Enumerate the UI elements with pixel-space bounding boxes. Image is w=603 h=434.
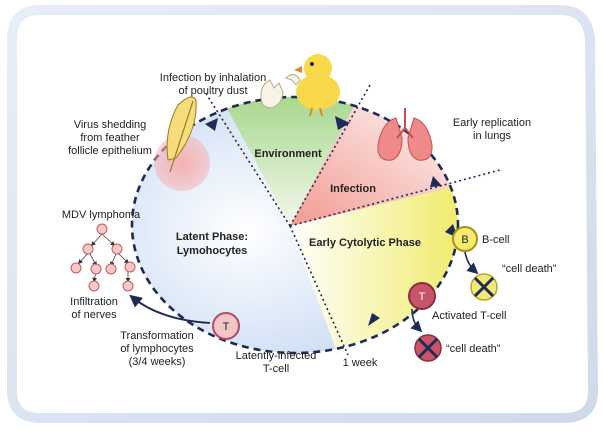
latent-tcell: T: [212, 312, 240, 340]
activated-tcell-label: Activated T-cell: [432, 310, 506, 322]
bcell-death-label: “cell death”: [502, 263, 557, 275]
life-cycle-ring: [130, 95, 460, 355]
eggshell-icon: [260, 74, 301, 109]
latent-tcell-label-1: Latently-infected: [236, 350, 317, 362]
bcell-label: B-cell: [482, 234, 510, 246]
chick-icon: [294, 54, 340, 117]
mdv-lymphoma-label: MDV lymphoma: [62, 209, 141, 221]
replication-label-2: in lungs: [473, 130, 511, 142]
latent-phase-label-1: Latent Phase:: [176, 231, 248, 243]
inhalation-label-1: Infection by inhalation: [160, 72, 266, 84]
tcell-death-arrow: [410, 308, 423, 333]
cross-icon: [417, 337, 439, 359]
bcell-death-arrow: [464, 251, 479, 275]
tcell-death-label: “cell death”: [446, 343, 501, 355]
feather-icon: [166, 96, 197, 173]
latent-phase-label-2: Lymohocytes: [177, 245, 248, 257]
cross-icon: [473, 276, 495, 298]
lungs-icon: [377, 108, 433, 161]
environment-label: Environment: [254, 148, 322, 160]
cell-tree-icon: [70, 223, 136, 292]
infiltration-label-1: Infiltration: [70, 296, 118, 308]
shedding-label-2: from feather: [80, 132, 140, 144]
transformation-label-1: Transformation: [120, 330, 194, 342]
one-week-label: 1 week: [343, 357, 378, 369]
bcell-death: [470, 273, 498, 301]
cytolytic-phase-label: Early Cytolytic Phase: [309, 237, 421, 249]
infection-label: Infection: [330, 183, 376, 195]
activated-tcell: T: [408, 282, 436, 310]
transformation-label-3: (3/4 weeks): [129, 356, 186, 368]
bcell-letter: B: [461, 234, 468, 246]
latent-tcell-letter: T: [223, 321, 230, 333]
phase-dividers: [204, 84, 501, 356]
environment-sector: [220, 97, 360, 226]
transformation-arrow: [129, 294, 211, 324]
replication-label-1: Early replication: [453, 117, 531, 129]
activated-tcell-letter: T: [419, 291, 426, 303]
bcell: B: [452, 226, 478, 252]
latent-tcell-label-2: T-cell: [263, 363, 289, 375]
shedding-label-1: Virus shedding: [74, 119, 147, 131]
infiltration-label-2: of nerves: [71, 309, 117, 321]
tcell-death: [414, 334, 442, 362]
transformation-label-2: of lymphocytes: [120, 343, 194, 355]
shedding-label-3: follicle epithelium: [68, 145, 152, 157]
inhalation-label-2: of poultry dust: [178, 85, 247, 97]
